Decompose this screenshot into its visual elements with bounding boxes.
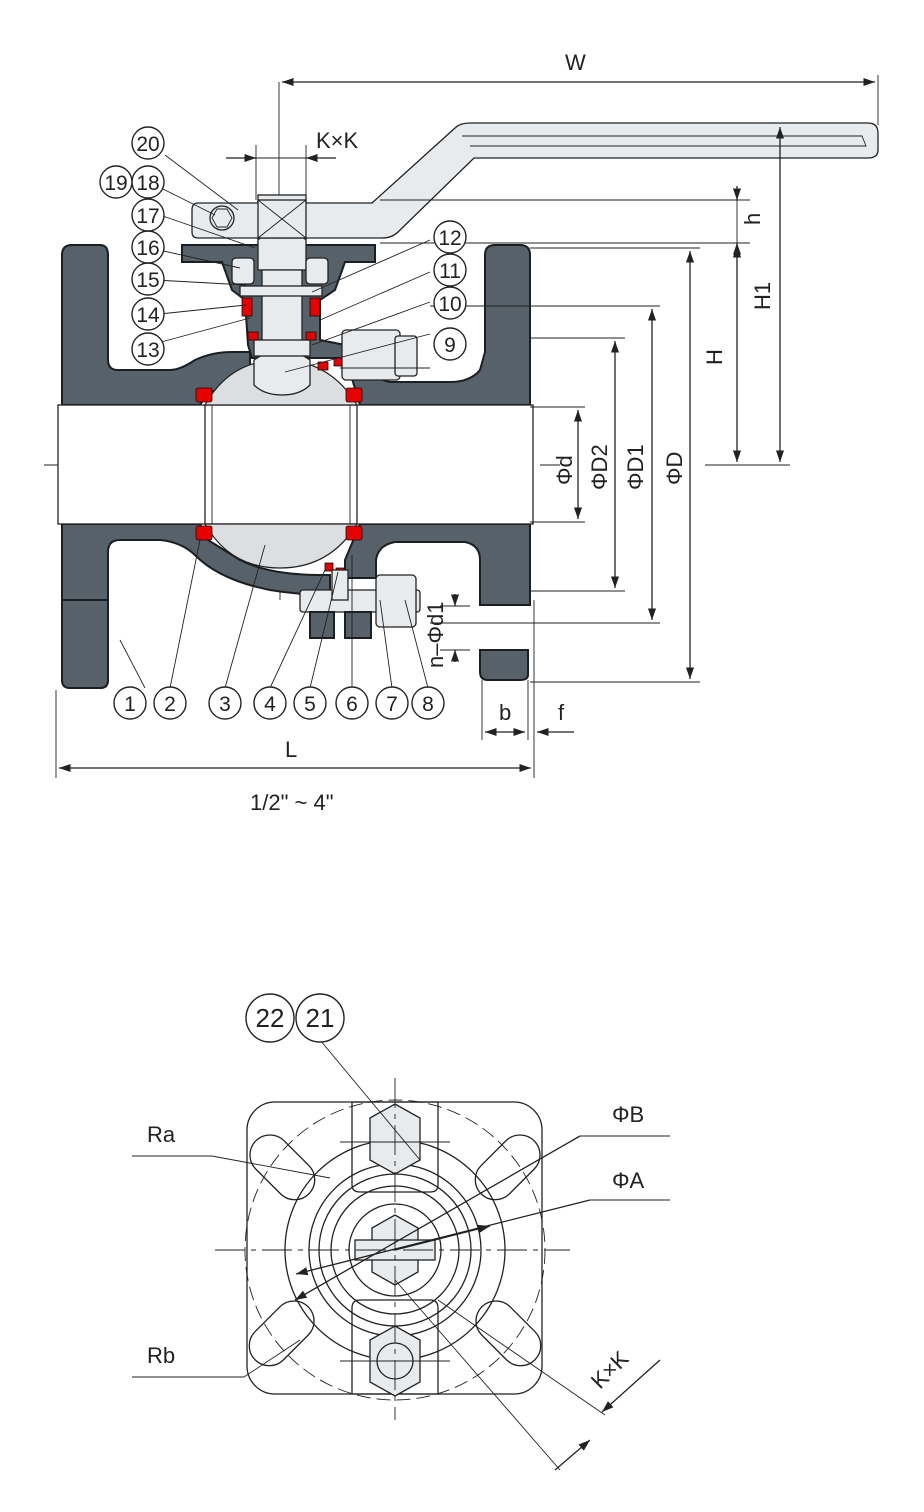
dim-KxK-top: K×K	[316, 128, 359, 153]
dim-L: L	[285, 737, 297, 762]
part-18: 18	[136, 172, 159, 195]
part-12: 12	[438, 227, 461, 250]
part-21: 21	[306, 1003, 335, 1033]
dim-f: f	[558, 700, 565, 725]
dim-h: h	[740, 213, 765, 225]
side-part-numbers: 1 2 3 4 5 6 7 8 9 10 11 12 13 14 15 16 1…	[99, 126, 467, 720]
dim-D: ΦD	[662, 452, 687, 485]
part-8: 8	[422, 693, 434, 716]
dim-D1: ΦD1	[623, 444, 648, 490]
dim-d: Φd	[552, 455, 577, 485]
part-14: 14	[136, 304, 160, 327]
part-9: 9	[444, 334, 456, 357]
label-KxK-bottom: K×K	[586, 1346, 634, 1394]
dim-b: b	[499, 700, 511, 725]
dim-nd1: n–Φd1	[423, 602, 448, 669]
part-6: 6	[346, 693, 358, 716]
part-22: 22	[256, 1003, 285, 1033]
part-3: 3	[219, 693, 231, 716]
label-Ra: Ra	[147, 1122, 176, 1147]
part-13: 13	[136, 339, 159, 362]
part-7: 7	[386, 693, 398, 716]
part-4: 4	[264, 693, 276, 716]
side-dimension-labels: W K×K h H H1 Φd ΦD2 ΦD1 ΦD n–Φd1 b f L 1…	[250, 50, 775, 815]
dim-W: W	[565, 50, 586, 75]
part-19: 19	[104, 172, 127, 195]
label-Rb: Rb	[147, 1343, 175, 1368]
side-view	[44, 75, 879, 778]
part-11: 11	[439, 260, 461, 283]
body-upper	[61, 244, 251, 406]
part-2: 2	[164, 693, 176, 716]
dim-H: H	[702, 349, 727, 365]
top-view	[132, 1039, 670, 1471]
label-B: ΦB	[612, 1102, 644, 1127]
dim-D2: ΦD2	[587, 444, 612, 490]
part-20: 20	[136, 133, 159, 156]
body-lower-right	[344, 523, 531, 606]
part-1: 1	[124, 693, 136, 716]
label-A: ΦA	[612, 1168, 645, 1193]
part-17: 17	[136, 205, 159, 228]
part-5: 5	[304, 693, 316, 716]
handle	[191, 122, 879, 239]
dim-H1: H1	[750, 282, 775, 310]
size-range: 1/2" ~ 4"	[250, 790, 334, 815]
part-10: 10	[438, 293, 461, 316]
part-15: 15	[136, 269, 159, 292]
part-16: 16	[136, 237, 159, 260]
